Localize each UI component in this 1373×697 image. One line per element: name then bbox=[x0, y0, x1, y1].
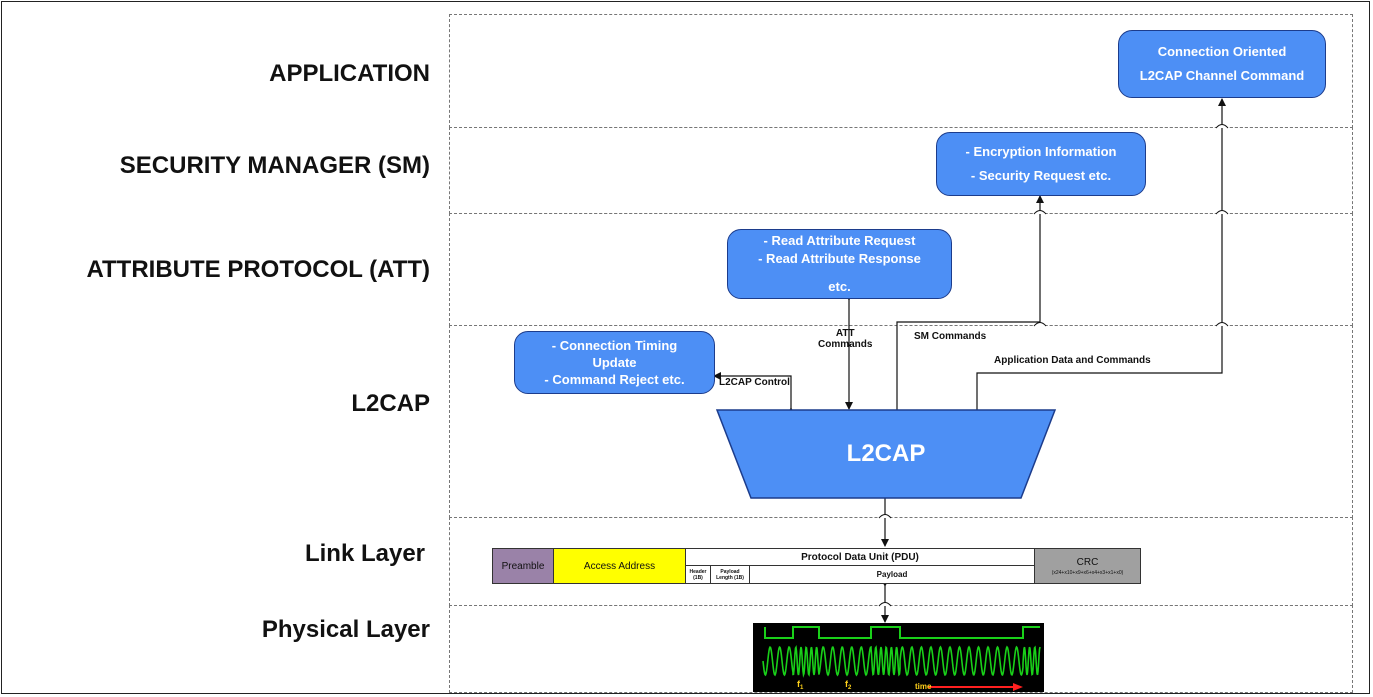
packet-preamble: Preamble bbox=[492, 548, 554, 584]
box-text: - Security Request etc. bbox=[970, 168, 1112, 183]
crossing-hop bbox=[1215, 322, 1229, 327]
edge-label-att-commands: ATT Commands bbox=[818, 328, 872, 350]
box-att-commands: - Read Attribute Request - Read Attribut… bbox=[727, 229, 952, 299]
packet-access-address: Access Address bbox=[553, 548, 686, 584]
l2cap-block-label: L2CAP bbox=[846, 440, 926, 467]
box-text: - Connection Timing bbox=[551, 338, 678, 353]
packet-payload-length: Payload Length (1B) bbox=[710, 565, 750, 584]
layer-label-application: APPLICATION bbox=[269, 60, 430, 87]
packet-crc-label: CRC bbox=[1076, 556, 1099, 568]
packet-pdu: Protocol Data Unit (PDU) bbox=[685, 548, 1035, 566]
packet-header-text: (1B) bbox=[693, 574, 703, 581]
crossing-hop bbox=[878, 602, 892, 607]
layer-label-attribute-protocol: ATTRIBUTE PROTOCOL (ATT) bbox=[86, 256, 430, 283]
edge-label-application-data: Application Data and Commands bbox=[994, 355, 1151, 366]
edge-app bbox=[973, 98, 1226, 416]
time-arrow-head bbox=[1013, 683, 1023, 691]
l2cap-block bbox=[715, 409, 1057, 499]
box-l2cap-control: - Connection Timing Update - Command Rej… bbox=[514, 331, 715, 394]
edge-label-text: ATT bbox=[835, 328, 855, 339]
digital-signal bbox=[764, 626, 1040, 639]
packet-header-text: Header bbox=[689, 568, 707, 575]
box-text: - Encryption Information bbox=[965, 144, 1117, 159]
box-text: - Read Attribute Response bbox=[758, 251, 921, 266]
packet-length-text: Length (1B) bbox=[716, 574, 744, 581]
box-text: Connection Oriented bbox=[1157, 44, 1287, 59]
packet-length-text: Payload bbox=[720, 568, 740, 575]
packet-payload: Payload bbox=[749, 565, 1035, 584]
edge-sm bbox=[893, 195, 1044, 416]
box-text: etc. bbox=[828, 279, 851, 294]
box-connection-oriented-channel: Connection Oriented L2CAP Channel Comman… bbox=[1118, 30, 1326, 98]
crossing-hop bbox=[878, 514, 892, 519]
edge-label-sm-commands: SM Commands bbox=[914, 331, 987, 342]
box-sm-commands: - Encryption Information - Security Requ… bbox=[936, 132, 1146, 196]
crossing-hop bbox=[1033, 210, 1047, 215]
box-text: Update bbox=[592, 355, 637, 370]
layer-label-physical-layer: Physical Layer bbox=[261, 616, 430, 643]
packet-crc: CRC (x24+x10+x9+x6+x4+x3+x1+x0) bbox=[1034, 548, 1141, 584]
crossing-hop bbox=[1215, 210, 1229, 215]
crossing-hop bbox=[1033, 322, 1047, 327]
edge-label-l2cap-control: L2CAP Control bbox=[719, 377, 790, 388]
layer-label-security-manager: SECURITY MANAGER (SM) bbox=[119, 152, 430, 179]
box-text: - Read Attribute Request bbox=[763, 233, 916, 248]
box-text: - Command Reject etc. bbox=[544, 372, 685, 387]
box-text: L2CAP Channel Command bbox=[1139, 68, 1305, 83]
layer-box-physical-layer bbox=[449, 605, 1353, 693]
packet-header: Header (1B) bbox=[685, 565, 711, 584]
label-f2: f2 bbox=[845, 679, 852, 691]
packet-crc-polynomial: (x24+x10+x9+x6+x4+x3+x1+x0) bbox=[1051, 569, 1124, 576]
layer-label-link-layer: Link Layer bbox=[304, 540, 425, 567]
label-time: time bbox=[915, 682, 932, 691]
label-f1: f1 bbox=[797, 679, 804, 691]
edge-l2cap-control bbox=[713, 372, 795, 415]
fsk-waveform: f1 f2 time bbox=[753, 623, 1044, 692]
crossing-hop bbox=[1215, 124, 1229, 129]
analog-fsk-signal bbox=[762, 644, 1041, 678]
layer-label-l2cap: L2CAP bbox=[351, 390, 430, 417]
edge-label-text: Commands bbox=[818, 339, 873, 350]
